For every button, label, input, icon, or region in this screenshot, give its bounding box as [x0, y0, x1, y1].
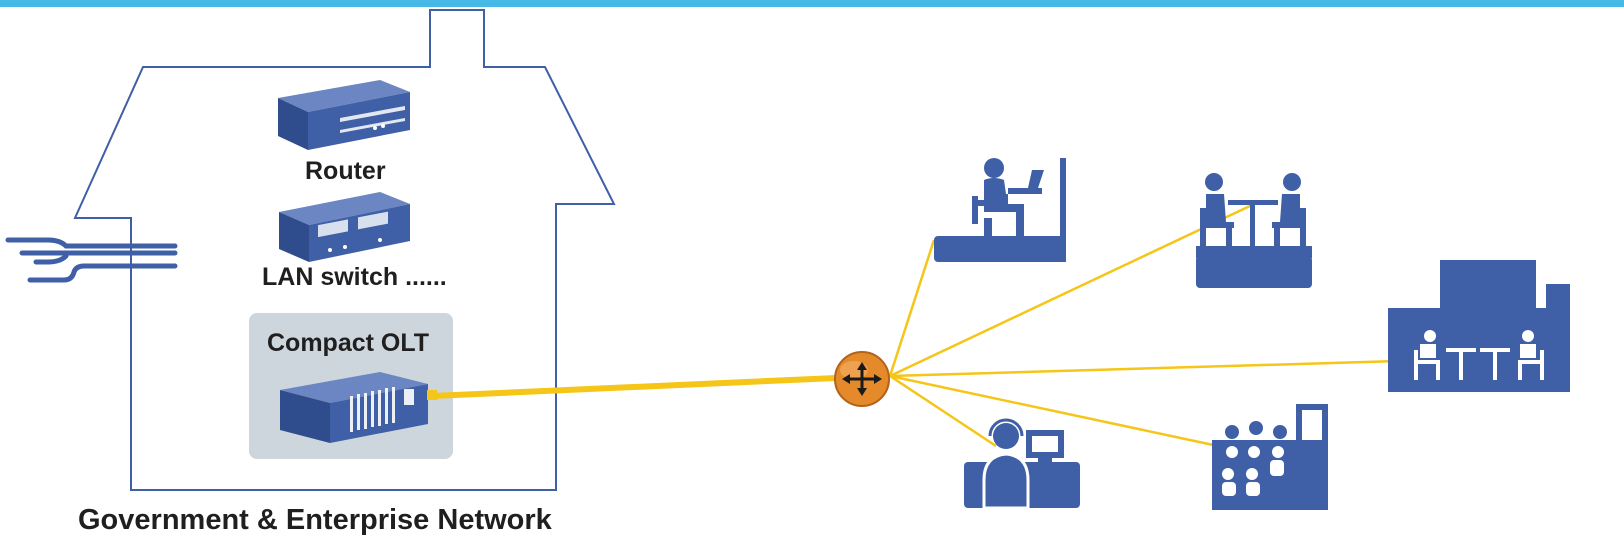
conference-building-icon	[1388, 260, 1570, 392]
incoming-cable-icon	[5, 237, 178, 283]
router-label: Router	[305, 157, 386, 185]
meeting-pair-icon	[1196, 173, 1312, 288]
call-center-agent-icon	[964, 418, 1080, 510]
router-device-icon	[278, 80, 410, 150]
classroom-audience-icon	[1212, 404, 1328, 510]
feeder-fiber-line	[431, 375, 837, 399]
building-outline	[73, 9, 616, 491]
office-desk-user-icon	[934, 158, 1066, 262]
accent-top-bar	[0, 0, 1624, 7]
drop-fiber-lines	[888, 203, 1401, 448]
lan-switch-label: LAN switch ......	[262, 263, 447, 291]
optical-splitter-icon	[834, 351, 890, 407]
lan-switch-device-icon	[279, 192, 410, 262]
compact-olt-label: Compact OLT	[267, 329, 430, 357]
network-title: Government & Enterprise Network	[78, 504, 552, 536]
